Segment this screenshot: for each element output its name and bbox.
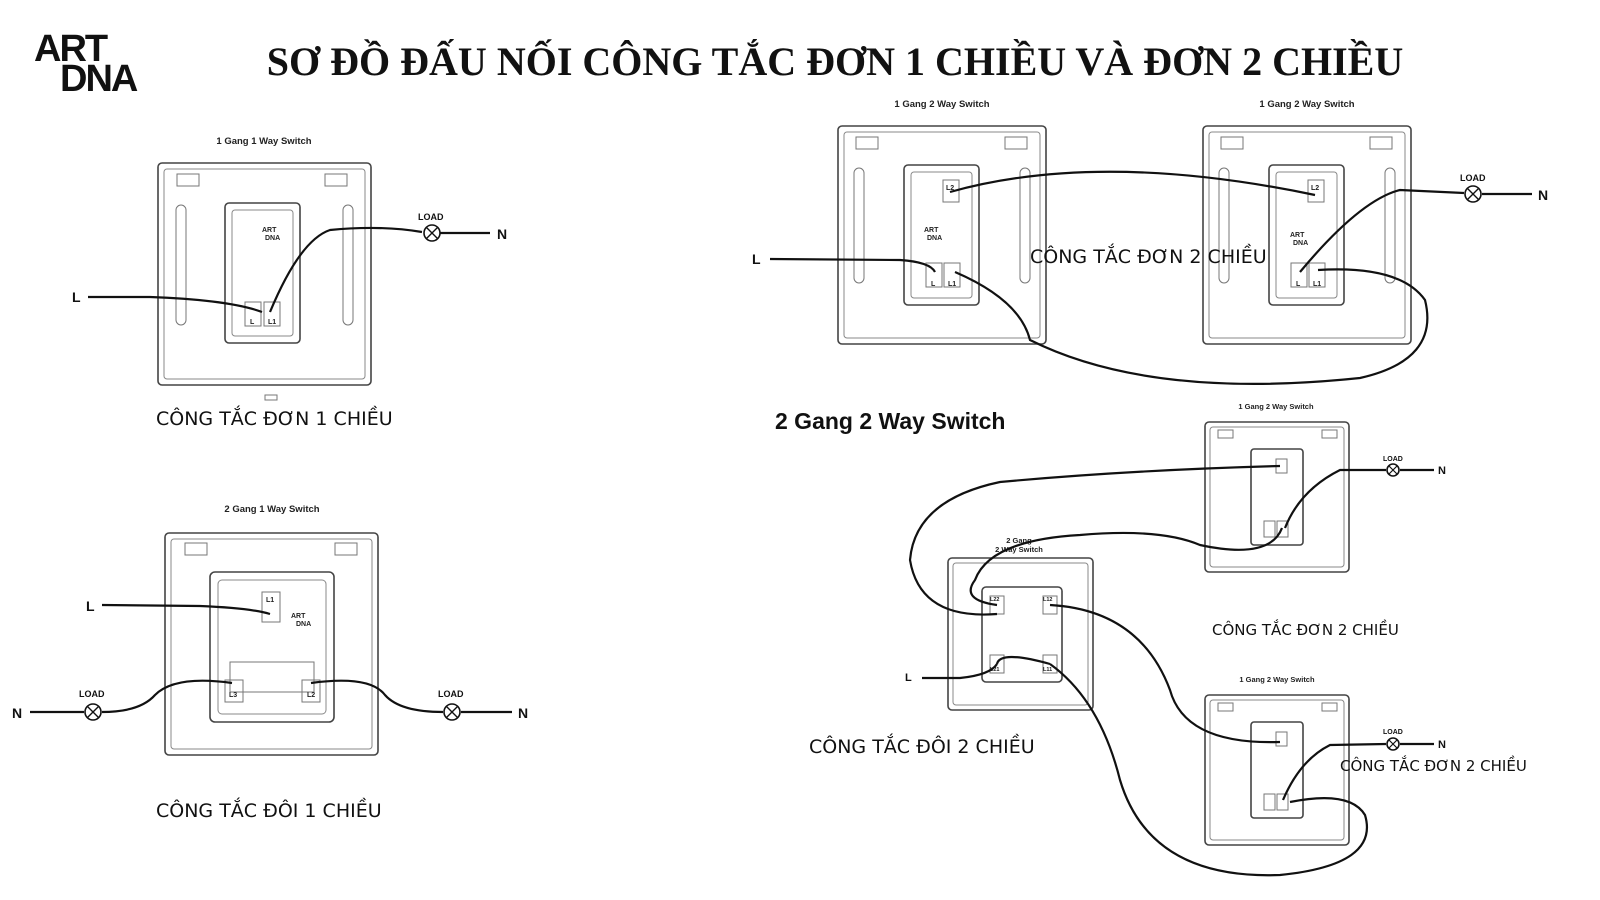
terminal-L-b: L — [1296, 281, 1301, 288]
switch-title-2gang-1way: 2 Gang 1 Way Switch — [224, 504, 319, 515]
page-title: SƠ ĐỒ ĐẤU NỐI CÔNG TẮC ĐƠN 1 CHIỀU VÀ ĐƠ… — [266, 39, 1404, 84]
load-label: LOAD — [79, 689, 105, 699]
switch-title-2gang-2way-line1: 2 Gang — [1006, 536, 1032, 545]
switch-title-c: 1 Gang 2 Way Switch — [1238, 402, 1314, 411]
neutral-label: N — [518, 705, 528, 721]
load-label: LOAD — [1383, 456, 1403, 463]
switch-1gang-2way-d: 1 Gang 2 Way Switch — [1204, 675, 1350, 846]
load-label: LOAD — [1460, 173, 1486, 183]
switch-1gang-1way: 1 Gang 1 Way Switch ART DNA L L1 LOAD L … — [72, 136, 507, 401]
neutral-label: N — [12, 705, 22, 721]
terminal-L: L — [250, 319, 255, 326]
switch-title-b: 1 Gang 2 Way Switch — [1259, 99, 1354, 110]
svg-text:ART: ART — [1290, 232, 1305, 239]
svg-text:DNA: DNA — [927, 235, 942, 242]
caption-single-2way-bottom: CÔNG TẮC ĐƠN 2 CHIỀU — [1340, 757, 1527, 775]
wire-to-load-c — [1283, 468, 1386, 529]
caption-double-2way: CÔNG TẮC ĐÔI 2 CHIỀU — [809, 736, 1035, 758]
terminal-L1-a: L1 — [948, 281, 956, 288]
switch-1gang-2way-c: 1 Gang 2 Way Switch — [1204, 402, 1350, 573]
terminal-L12: L12 — [1043, 597, 1052, 603]
terminal-L3: L3 — [229, 692, 237, 699]
wire-traveler-d1 — [1049, 603, 1281, 744]
wire-to-load-d — [1281, 742, 1387, 801]
caption-single-2way-mid: CÔNG TẮC ĐƠN 2 CHIỀU — [1212, 621, 1399, 639]
wire-line-2g1w — [101, 603, 271, 616]
svg-text:DNA: DNA — [265, 235, 280, 242]
switch-2gang-1way: 2 Gang 1 Way Switch L1 ART DNA L3 L2 LOA… — [12, 504, 528, 756]
load-label: LOAD — [1383, 729, 1403, 736]
svg-text:DNA: DNA — [1293, 240, 1308, 247]
switch-title-d: 1 Gang 2 Way Switch — [1239, 675, 1315, 684]
line-label: L — [752, 251, 761, 267]
neutral-label: N — [1538, 187, 1548, 203]
terminal-L22: L22 — [990, 597, 999, 603]
wire-traveler-L2 — [949, 170, 1316, 197]
terminal-L-a: L — [931, 281, 936, 288]
artdna-logo: ART DNA — [34, 28, 144, 100]
svg-text:DNA: DNA — [296, 621, 311, 628]
caption-double-1way: CÔNG TẮC ĐÔI 1 CHIỀU — [156, 800, 382, 822]
caption-single-1way: CÔNG TẮC ĐƠN 1 CHIỀU — [156, 408, 393, 430]
wire-load-left — [101, 679, 233, 714]
line-label: L — [86, 598, 95, 614]
switch-1gang-2way-b: 1 Gang 2 Way Switch L2 L L1 ART DNA — [1202, 99, 1412, 345]
neutral-label: N — [497, 226, 507, 242]
terminal-L1-2g: L1 — [266, 597, 274, 604]
wire-line-top — [769, 257, 936, 273]
wire-to-load-1g1w — [268, 226, 423, 313]
switch-1gang-2way-a: 1 Gang 2 Way Switch L2 L L1 ART DNA — [837, 99, 1047, 345]
wire-traveler-c1 — [969, 527, 1284, 607]
neutral-label: N — [1438, 465, 1446, 477]
terminal-L21: L21 — [990, 667, 999, 673]
wire-common-bridge — [995, 655, 1051, 666]
neutral-label: N — [1438, 739, 1446, 751]
wire-traveler-c2 — [908, 464, 1281, 616]
wire-traveler-L1 — [954, 268, 1429, 386]
switch-title-2gang-2way-line2: 2 Way Switch — [995, 545, 1043, 554]
caption-single-2way-top: CÔNG TẮC ĐƠN 2 CHIỀU — [1030, 246, 1267, 268]
switch-title-a: 1 Gang 2 Way Switch — [894, 99, 989, 110]
svg-text:ART: ART — [291, 613, 306, 620]
terminal-L2-a: L2 — [946, 185, 954, 192]
wire-traveler-d2 — [1049, 663, 1368, 877]
load-label: LOAD — [418, 212, 444, 222]
terminal-L1: L1 — [268, 319, 276, 326]
line-label: L — [72, 289, 81, 305]
wire-line-1g1w — [88, 295, 263, 314]
line-label: L — [905, 672, 912, 684]
wire-line-bottom — [922, 663, 998, 680]
terminal-L2-b: L2 — [1311, 185, 1319, 192]
load-label: LOAD — [438, 689, 464, 699]
terminal-L1-b: L1 — [1313, 281, 1321, 288]
wire-to-load-top — [1299, 188, 1465, 273]
terminal-L11: L11 — [1043, 667, 1052, 673]
logo-line-1: ART — [34, 28, 108, 70]
switch-title-1gang-1way: 1 Gang 1 Way Switch — [216, 136, 311, 147]
terminal-L2: L2 — [307, 692, 315, 699]
wire-load-right — [310, 679, 444, 714]
logo-line-2: DNA — [60, 58, 138, 100]
svg-text:ART: ART — [924, 227, 939, 234]
inner-logo: ART — [262, 227, 277, 234]
section-heading-2gang-2way: 2 Gang 2 Way Switch — [775, 408, 1006, 434]
